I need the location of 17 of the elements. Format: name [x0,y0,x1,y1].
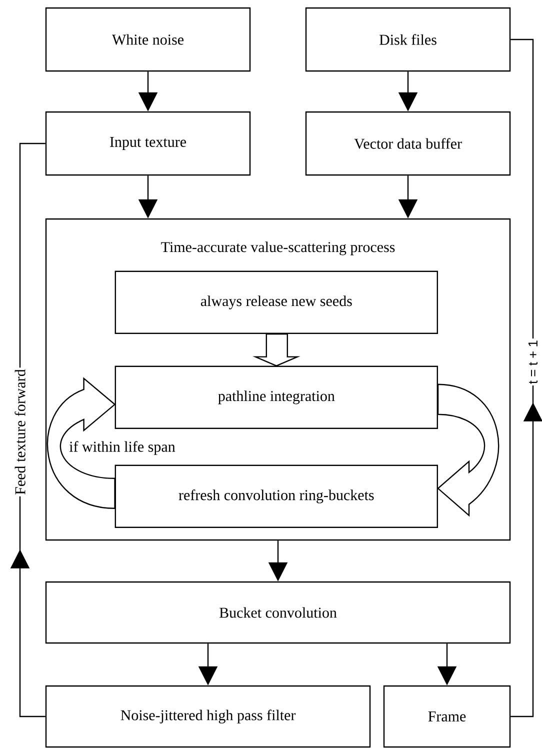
edge-label: t = t + 1 [526,338,540,386]
feedback-arrow [510,38,542,718]
process-box: Disk files [305,7,511,72]
hollow-arrow [437,384,500,516]
process-box: White noise [45,7,251,72]
process-box: Vector data buffer [305,111,511,176]
process-box: Noise-jittered high pass filter [45,685,371,748]
process-box: always release new seeds [114,270,438,334]
process-box: Input texture [45,111,251,176]
process-box: Bucket convolution [45,581,511,644]
edge-label: if within life span [68,440,177,456]
hollow-arrow [46,378,116,509]
process-box: Frame [383,685,511,748]
process-box: pathline integration [114,366,438,430]
edge-label: Feed texture forward [13,368,27,496]
hollow-arrow [252,333,300,366]
process-box: refresh convolution ring-buckets [114,464,438,528]
